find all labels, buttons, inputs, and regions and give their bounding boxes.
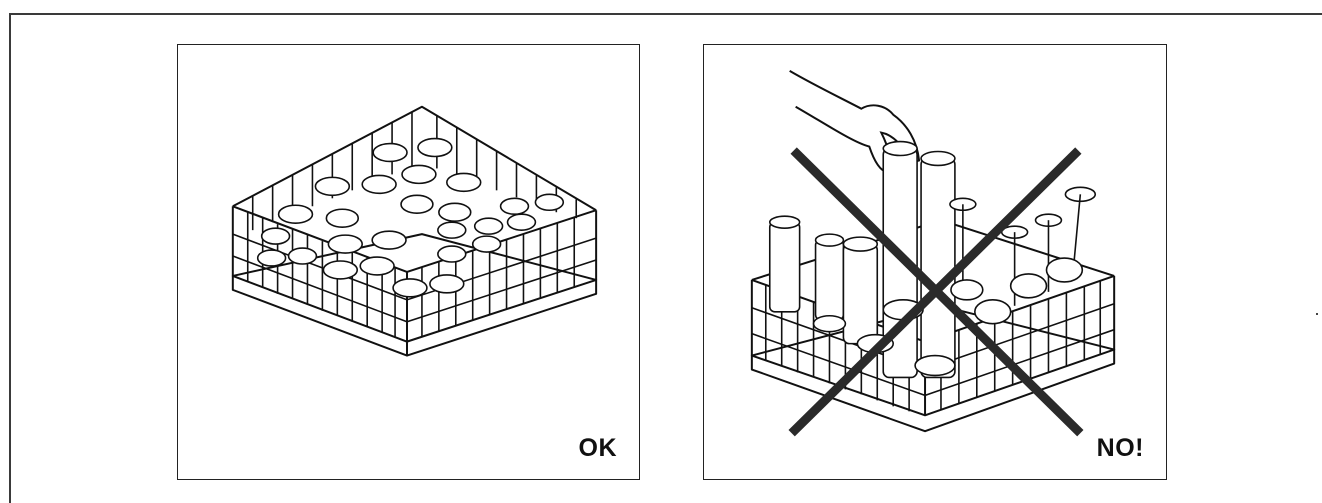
panel-ok: OK xyxy=(177,44,640,480)
ok-label: OK xyxy=(578,434,617,462)
edge-mark xyxy=(1316,313,1318,315)
prohibited-cross-icon xyxy=(788,147,1084,437)
no-label: NO! xyxy=(1096,434,1144,462)
rack-no-illustration xyxy=(750,70,1116,437)
page-frame xyxy=(9,13,1322,503)
panel-no: NO! xyxy=(703,44,1167,480)
rack-ok-illustration xyxy=(231,105,598,357)
